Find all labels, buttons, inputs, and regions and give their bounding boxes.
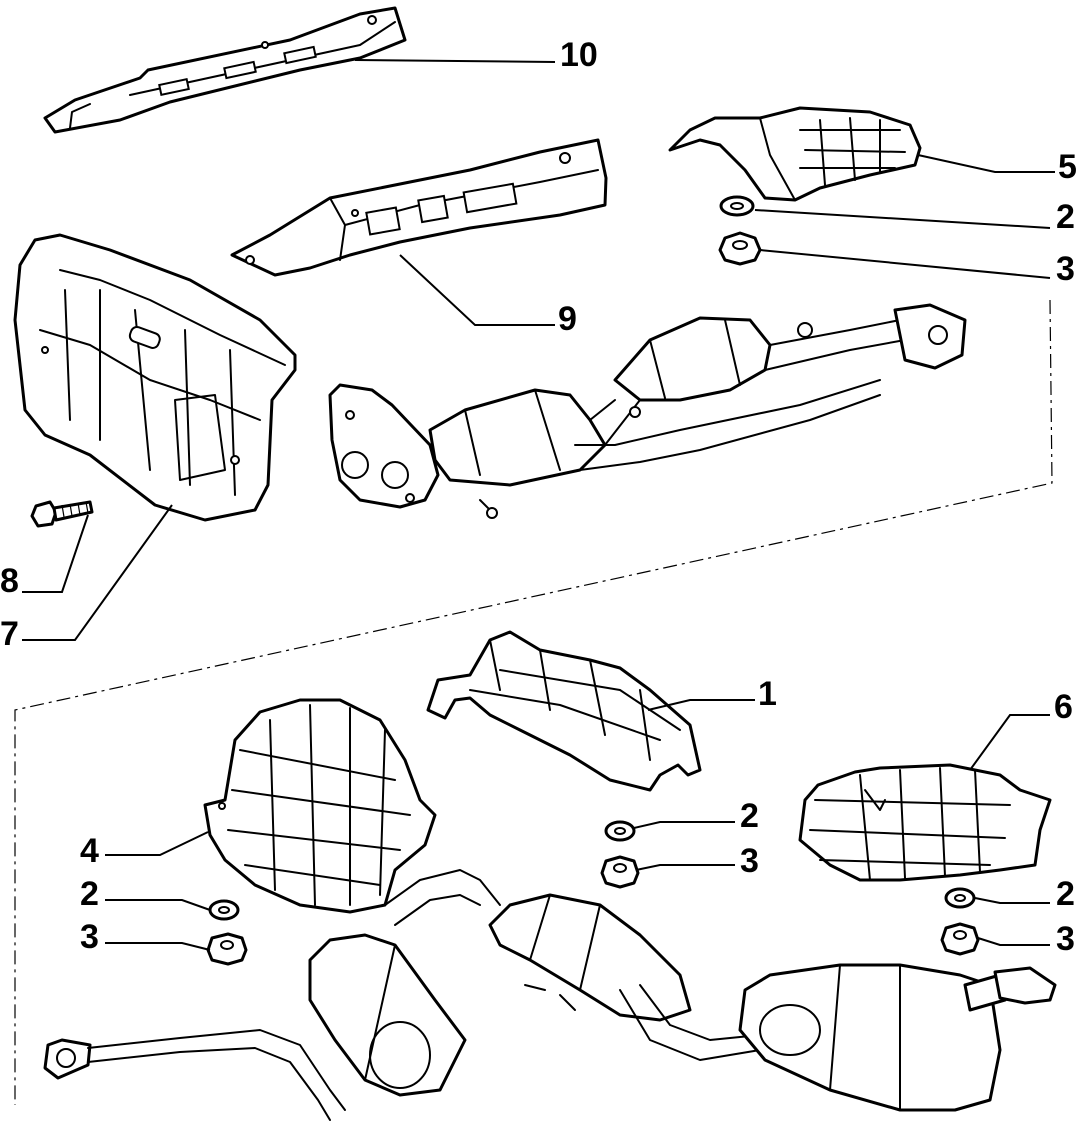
callout-labels: 10 9 5 2 3 8 7 1 6 4 2 3 2 3 2 3: [0, 36, 1077, 958]
assembly-boundary: [14, 299, 1053, 1105]
nut-3-right[interactable]: [940, 922, 980, 956]
nut-3-left[interactable]: [206, 932, 248, 966]
callout-2-upper: 2: [1056, 198, 1075, 236]
callout-3-upper: 3: [1056, 250, 1075, 288]
callout-3-right: 3: [1056, 920, 1075, 958]
rear-exhaust-mufflers[interactable]: [43, 869, 1057, 1121]
washer-2-right[interactable]: [944, 887, 976, 909]
callout-7: 7: [0, 615, 19, 653]
washer-2-center[interactable]: [604, 820, 636, 842]
callout-2-center: 2: [740, 797, 759, 835]
part-4-left-heat-shield[interactable]: [203, 698, 437, 914]
washer-2-upper[interactable]: [719, 195, 755, 217]
part-6-right-heat-shield[interactable]: [798, 763, 1052, 882]
part-1-middle-heat-shield[interactable]: [426, 630, 702, 792]
part-7-left-heat-shield[interactable]: [13, 233, 297, 522]
callout-10: 10: [560, 36, 598, 74]
callout-2-left: 2: [80, 875, 99, 913]
nut-3-center[interactable]: [600, 855, 640, 889]
callout-4: 4: [80, 832, 99, 870]
leader-lines: [22, 59, 1055, 951]
part-10-upper-bracket[interactable]: [43, 6, 407, 134]
nut-3-upper[interactable]: [718, 231, 762, 266]
callout-3-center: 3: [740, 842, 759, 880]
callout-5: 5: [1058, 148, 1077, 186]
callout-6: 6: [1054, 688, 1073, 726]
part-5-upper-heat-shield[interactable]: [668, 106, 922, 202]
part-9-lower-bracket[interactable]: [230, 138, 608, 277]
part-8-bolt[interactable]: [30, 500, 94, 528]
callout-1: 1: [758, 675, 777, 713]
catalytic-converter-assembly[interactable]: [328, 303, 967, 519]
washer-2-left[interactable]: [208, 899, 240, 921]
callout-2-right: 2: [1056, 875, 1075, 913]
callout-9: 9: [558, 300, 577, 338]
callout-8: 8: [0, 562, 19, 600]
callout-3-left: 3: [80, 918, 99, 956]
